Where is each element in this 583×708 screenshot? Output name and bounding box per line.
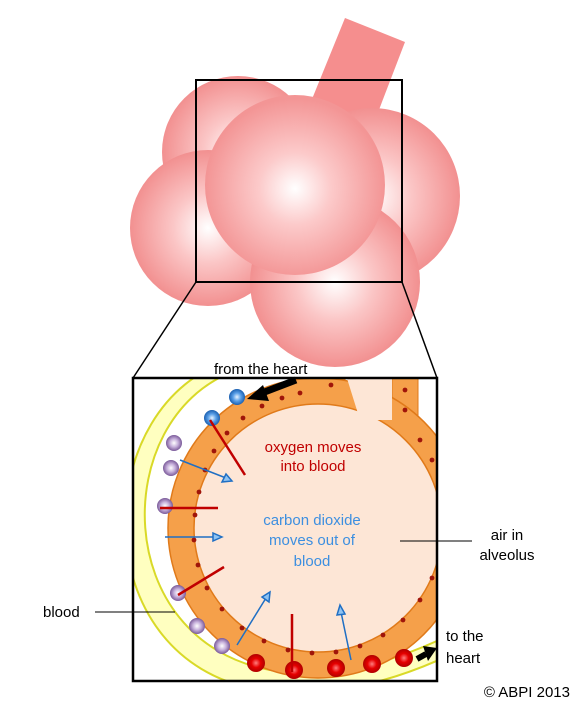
label-to-heart-line2: heart [446,650,481,667]
label-air-line2: alveolus [479,547,534,564]
co2-arrow [165,531,224,543]
co2-arrows [165,459,352,661]
zoom-frame [195,79,403,283]
label-co2-line1: carbon dioxide [263,512,361,529]
label-from-heart: from the heart [214,361,308,378]
co2-arrow [335,603,352,661]
label-oxygen-line1: oxygen moves [265,439,362,456]
copyright: © ABPI 2013 [484,684,570,701]
label-co2-line3: blood [294,553,331,570]
flow-arrow-to-heart [415,646,437,662]
zoom-line-left [132,281,197,379]
alveolus-air-space [193,403,437,653]
label-blood: blood [43,604,80,621]
flow-arrow-from-heart [247,376,298,401]
co2-arrow [236,590,271,646]
bronchiole-tube [310,18,405,128]
label-oxygen-line2: into blood [280,458,345,475]
label-air-line1: air in [491,527,524,544]
co2-arrow [179,459,234,483]
deoxygenated-cells [157,435,230,654]
capillary [133,378,437,681]
alveolus-bubble-front [205,95,385,275]
magnified-frame [131,376,439,683]
oxygen-arrows [160,419,294,672]
label-to-heart-line1: to the [446,628,484,645]
duct-lumen [346,378,392,420]
oxygenated-red-cells [247,649,413,679]
incoming-blue-cells [204,389,245,426]
label-co2-line2: moves out of [269,532,356,549]
magnified-view [133,378,437,681]
zoom-line-right [401,281,438,379]
alveoli-cluster [130,18,460,367]
